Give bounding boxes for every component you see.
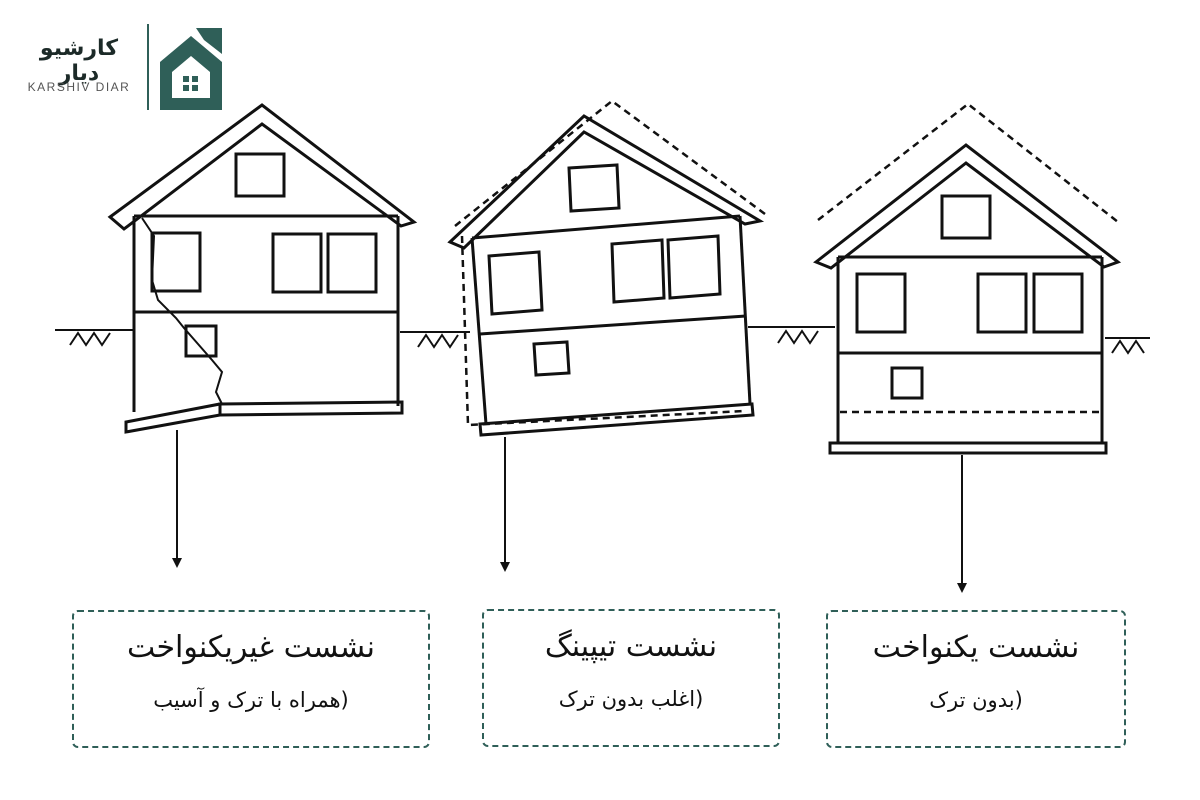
caption-tipping: نشست تیپینگ (اغلب بدون ترک bbox=[482, 609, 780, 747]
house-logo-icon bbox=[160, 28, 222, 110]
house-icon-differential bbox=[107, 103, 418, 434]
caption-subtitle: (بدون ترک bbox=[929, 688, 1023, 712]
caption-title: نشست تیپینگ bbox=[544, 629, 718, 664]
caption-subtitle: (اغلب بدون ترک bbox=[558, 687, 704, 711]
caption-subtitle: (همراه با ترک و آسیب bbox=[153, 688, 349, 712]
caption-title: نشست یکنواخت bbox=[872, 630, 1080, 665]
house-icon-tipping bbox=[454, 99, 766, 427]
caption-uniform: نشست یکنواخت (بدون ترک bbox=[826, 610, 1126, 748]
caption-differential: نشست غیریکنواخت (همراه با ترک و آسیب bbox=[72, 610, 430, 748]
logo-name-en: KARSHIV DIAR bbox=[27, 80, 131, 94]
ground-hatch-icon bbox=[69, 329, 1145, 355]
caption-title: نشست غیریکنواخت bbox=[127, 630, 375, 665]
ground-line bbox=[55, 326, 1150, 339]
logo-name-fa: کارشیو دیار bbox=[39, 36, 119, 86]
logo: کارشیو دیار KARSHIV DIAR bbox=[14, 22, 222, 114]
logo-divider bbox=[147, 24, 149, 110]
house-icon-uniform bbox=[817, 102, 1119, 414]
